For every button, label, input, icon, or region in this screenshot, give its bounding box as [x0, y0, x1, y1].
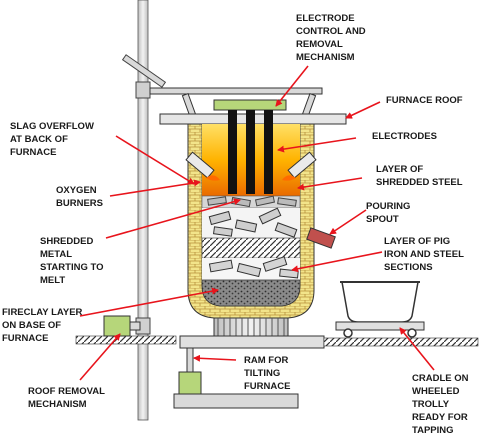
label-pouring-spout: POURING SPOUT: [366, 201, 413, 225]
electrode-control-frame: [149, 87, 323, 118]
pig-iron-layer: [202, 256, 300, 280]
cradle-trolly: [323, 281, 479, 347]
roof-removal-mechanism: [103, 315, 141, 337]
label-shredded-steel: LAYER OF SHREDDED STEEL: [376, 164, 463, 188]
arrow-furnace-roof: [345, 101, 381, 119]
arrow-fireclay: [79, 287, 219, 317]
label-electrodes: ELECTRODES: [372, 131, 437, 142]
shredded-metal-melting: [202, 207, 300, 238]
arrow-tilting-ram: [193, 354, 237, 362]
arrow-oxygen-burners: [109, 179, 201, 197]
arrow-cradle: [399, 327, 435, 371]
support-column: [121, 0, 167, 421]
pouring-spout: [306, 227, 336, 249]
oxygen-burners: [185, 151, 317, 181]
floor-left: [75, 335, 177, 345]
label-cradle-trolly: CRADLE ON WHEELED TROLLY READY FOR TAPPI…: [412, 373, 471, 436]
label-shredded-metal: SHREDDED METAL STARTING TO MELT: [40, 236, 106, 286]
label-tilting-ram: RAM FOR TILTING FURNACE: [244, 355, 291, 392]
tilting-ram: [173, 347, 299, 409]
arrow-pouring-spout: [329, 209, 367, 235]
shredded-steel-layer: [201, 195, 301, 209]
arrow-slag-overflow: [115, 135, 195, 185]
label-electrode-control: ELECTRODE CONTROL AND REMOVAL MECHANISM: [296, 13, 368, 63]
furnace-base: [179, 317, 325, 349]
label-pig-iron: LAYER OF PIG IRON AND STEEL SECTIONS: [384, 236, 466, 273]
label-oxygen-burners: OXYGEN BURNERS: [56, 185, 103, 209]
fireclay-hearth: [201, 279, 301, 307]
arrow-pig-iron: [291, 251, 383, 273]
arrow-shredded-metal: [105, 198, 241, 239]
electrode-control-box: [213, 99, 287, 111]
annotation-arrows: [79, 65, 435, 381]
electrodes: [228, 110, 273, 194]
arrow-roof-removal: [79, 333, 121, 381]
label-fireclay: FIRECLAY LAYER ON BASE OF FURNACE: [2, 307, 85, 344]
label-roof-removal: ROOF REMOVAL MECHANISM: [28, 386, 107, 410]
charge-layer: [201, 237, 301, 259]
arrow-electrodes: [277, 137, 357, 153]
label-slag-overflow: SLAG OVERFLOW AT BACK OF FURNACE: [10, 121, 97, 158]
arrow-shredded-steel: [297, 177, 363, 191]
arrow-electrode-control: [275, 65, 309, 107]
label-furnace-roof: FURNACE ROOF: [386, 95, 463, 106]
